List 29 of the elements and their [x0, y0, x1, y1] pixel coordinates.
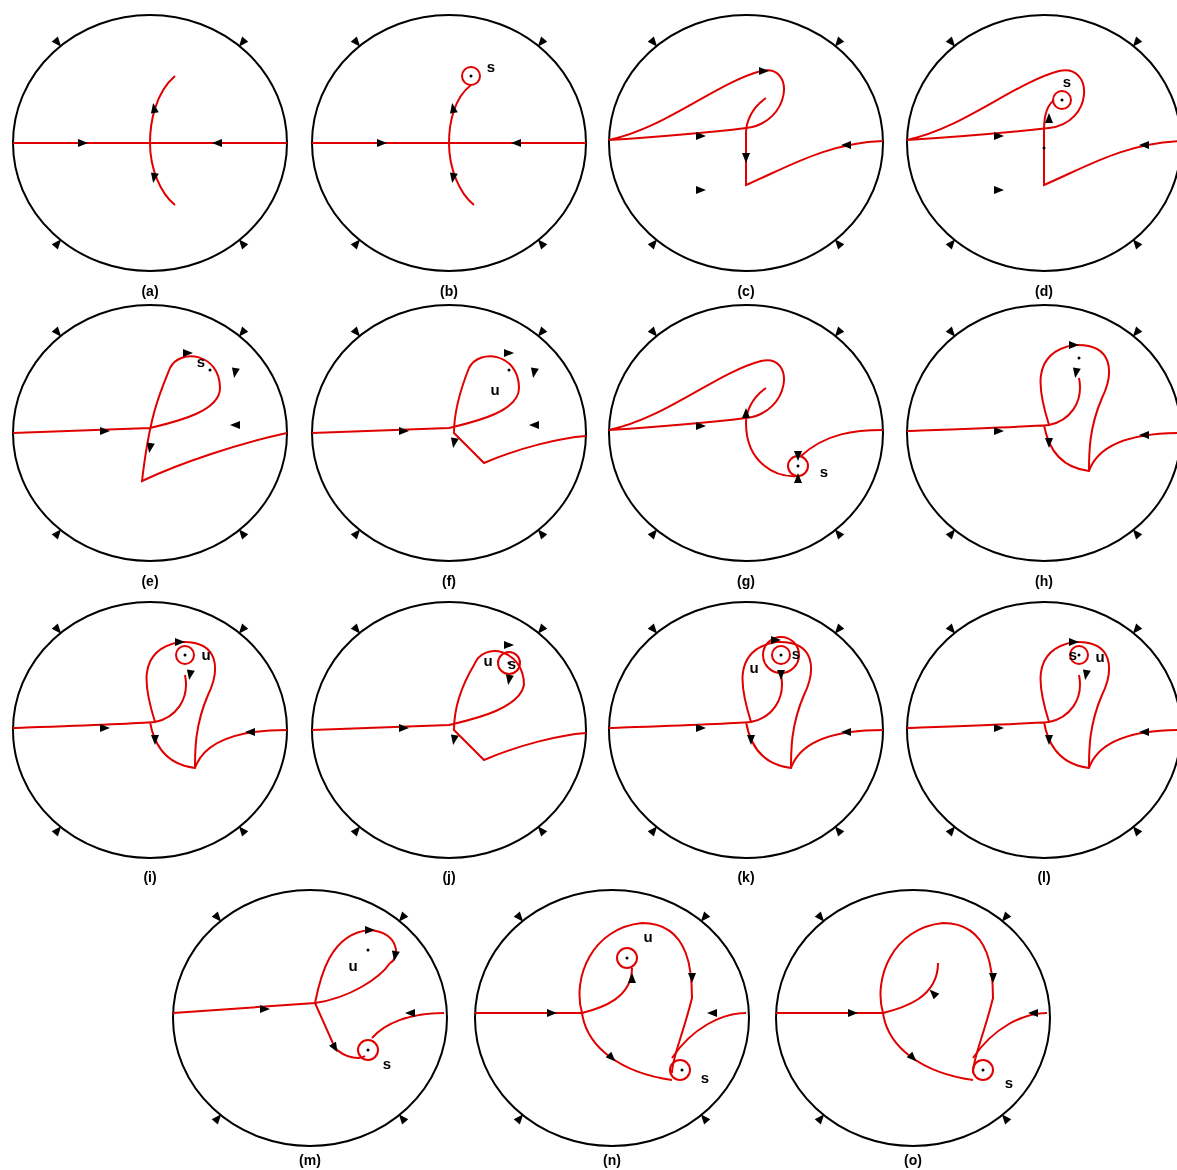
panel-caption: (a)	[141, 284, 159, 298]
panel-caption: (e)	[141, 574, 159, 588]
panel-caption: (j)	[442, 870, 456, 884]
panel-caption: (f)	[442, 574, 456, 588]
panel-caption: (i)	[143, 870, 157, 884]
point-label: s	[196, 353, 206, 369]
panel-caption: (c)	[737, 284, 755, 298]
panel-caption: (k)	[737, 870, 755, 884]
point-label: u	[749, 659, 759, 675]
panel-caption: (b)	[440, 284, 458, 298]
panel-caption: (d)	[1035, 284, 1053, 298]
panel-caption: (n)	[603, 1153, 621, 1167]
point-label: s	[1004, 1074, 1014, 1090]
point-label: s	[819, 463, 829, 479]
point-label: s	[700, 1069, 710, 1085]
panel-caption: (o)	[904, 1153, 922, 1167]
point-label: u	[643, 928, 653, 944]
point-label: s	[486, 58, 496, 74]
panel-caption: (l)	[1037, 870, 1051, 884]
point-label: u	[483, 652, 493, 668]
panel-caption: (m)	[299, 1153, 321, 1167]
point-label: u	[1095, 648, 1105, 664]
point-label: s	[382, 1055, 392, 1071]
point-label: u	[490, 381, 500, 397]
point-label: s	[1062, 73, 1072, 89]
panel-caption: (h)	[1035, 574, 1053, 588]
point-label: u	[348, 957, 358, 973]
panel-caption: (g)	[737, 574, 755, 588]
point-label: u	[201, 646, 211, 662]
